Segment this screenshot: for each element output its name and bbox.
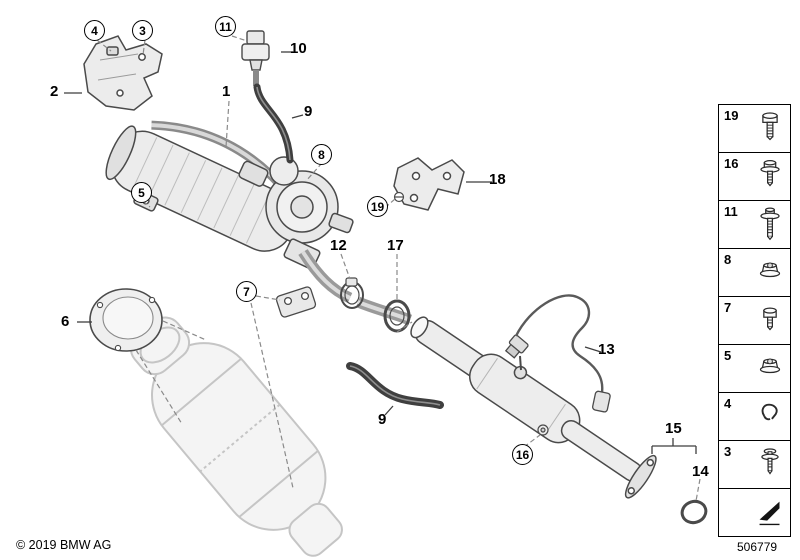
legend-number: 19 xyxy=(724,108,739,123)
legend-item-19[interactable]: 19 xyxy=(718,104,791,153)
callout-17[interactable]: 17 xyxy=(387,237,404,254)
callout-8[interactable]: 8 xyxy=(311,144,332,165)
legend-item-wedge[interactable] xyxy=(718,488,791,537)
callout-10[interactable]: 10 xyxy=(290,40,307,57)
legend-item-7[interactable]: 7 xyxy=(718,296,791,345)
legend-item-3[interactable]: 3 xyxy=(718,440,791,489)
callout-3[interactable]: 3 xyxy=(132,20,153,41)
egr-cooler-drawing xyxy=(105,120,354,270)
callout-2[interactable]: 2 xyxy=(50,83,59,100)
callout-16[interactable]: 16 xyxy=(512,444,533,465)
heat-shield-drawing xyxy=(83,35,163,111)
pipe-bolt-drawing xyxy=(537,424,549,436)
diagram-number: 506779 xyxy=(737,540,778,554)
callout-9-upper[interactable]: 9 xyxy=(304,103,313,120)
legend-number: 5 xyxy=(724,348,732,363)
legend-number: 16 xyxy=(724,156,739,171)
cover-drawing xyxy=(89,288,163,352)
callout-5[interactable]: 5 xyxy=(131,182,152,203)
mount-flange-drawing xyxy=(275,286,317,318)
legend-number: 8 xyxy=(724,252,732,267)
callout-11[interactable]: 11 xyxy=(215,16,236,37)
callout-13[interactable]: 13 xyxy=(598,341,615,358)
legend-number: 7 xyxy=(724,300,732,315)
clamp-drawing xyxy=(340,277,364,309)
leader-lines-solid xyxy=(64,51,697,454)
callout-19[interactable]: 19 xyxy=(367,196,388,217)
bracket-drawing xyxy=(393,157,465,211)
bracket-bolt-drawing xyxy=(393,191,405,203)
legend-number: 11 xyxy=(724,204,738,219)
legend-item-5[interactable]: 5 xyxy=(718,344,791,393)
callout-4[interactable]: 4 xyxy=(84,20,105,41)
legend-item-4[interactable]: 4 xyxy=(718,392,791,441)
oring-drawing xyxy=(680,499,708,525)
hose-lower-drawing xyxy=(346,362,444,409)
washer-bolt-icon xyxy=(760,207,780,241)
legend-number: 4 xyxy=(724,396,732,411)
wedge-marker-icon xyxy=(759,501,780,526)
callout-9-lower[interactable]: 9 xyxy=(378,411,387,428)
callout-15[interactable]: 15 xyxy=(665,420,682,437)
retaining-clip-icon xyxy=(761,403,778,421)
flange-nut-icon xyxy=(759,262,781,278)
sensor-cable-drawing xyxy=(504,294,611,413)
legend-number: 3 xyxy=(724,444,732,459)
legend-item-16[interactable]: 16 xyxy=(718,152,791,201)
short-bolt-icon xyxy=(763,307,777,331)
legend-item-8[interactable]: 8 xyxy=(718,248,791,297)
callout-6[interactable]: 6 xyxy=(61,313,70,330)
callout-14[interactable]: 14 xyxy=(692,463,709,480)
gasket-ring-drawing xyxy=(383,299,411,333)
callout-18[interactable]: 18 xyxy=(489,171,506,188)
callout-1[interactable]: 1 xyxy=(222,83,231,100)
hex-bolt-icon xyxy=(762,112,778,141)
flange-bolt-icon xyxy=(760,160,780,187)
egr-pipe-drawing xyxy=(410,316,657,499)
pressure-sensor-drawing xyxy=(241,30,270,86)
screw-washer-icon xyxy=(761,448,779,475)
hose-upper-drawing xyxy=(253,83,294,164)
callout-12[interactable]: 12 xyxy=(330,237,347,254)
copyright-text: © 2019 BMW AG xyxy=(16,538,112,552)
fastener-legend: 19 16 11 xyxy=(718,104,791,537)
legend-item-11[interactable]: 11 xyxy=(718,200,791,249)
callout-7[interactable]: 7 xyxy=(236,281,257,302)
flange-nut-icon xyxy=(759,358,781,374)
